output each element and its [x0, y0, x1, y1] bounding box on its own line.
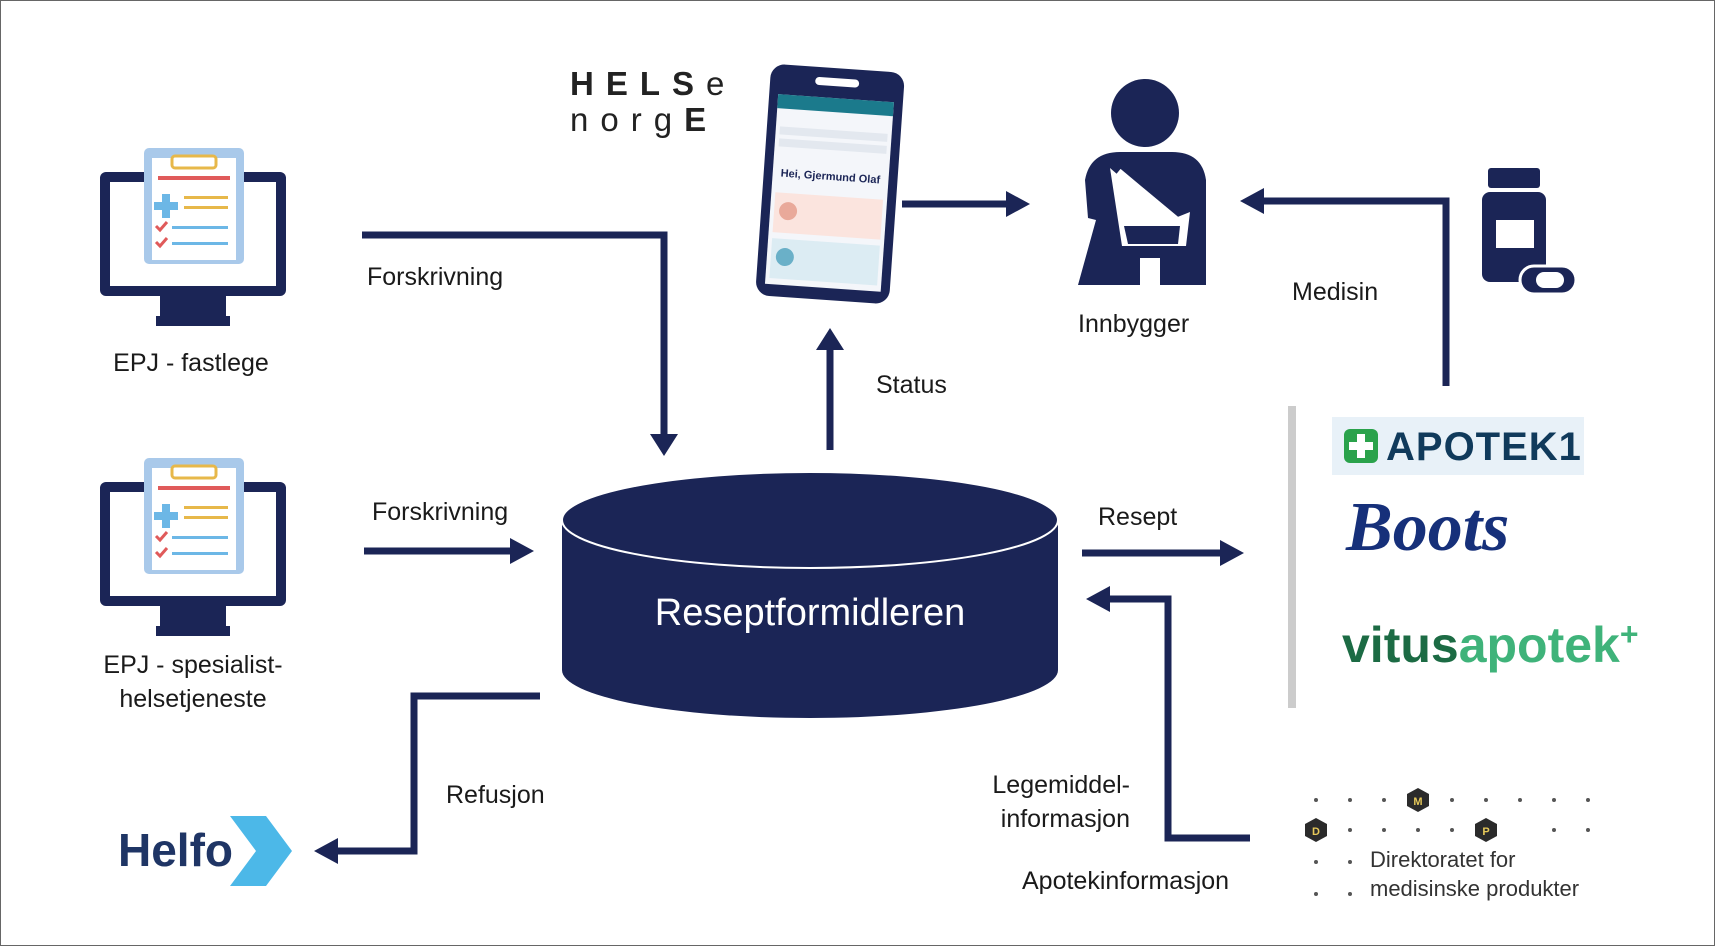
- status-label: Status: [876, 371, 947, 399]
- epj-fastlege-label: EPJ - fastlege: [113, 349, 269, 377]
- boots-logo: Boots: [1346, 489, 1510, 566]
- epj-spesialist-label-line2: helsetjeneste: [119, 685, 267, 713]
- helfo-logo-text: Helfo: [118, 824, 233, 876]
- medisin-label: Medisin: [1292, 278, 1379, 306]
- arrowhead: [1086, 586, 1110, 612]
- arrowhead: [650, 434, 678, 456]
- vitus-plus: +: [1619, 616, 1639, 652]
- helsenorge-row2: norgE: [570, 101, 719, 138]
- cross-icon: [1344, 429, 1378, 463]
- medicine-bottle-icon: [1482, 168, 1578, 296]
- legemiddel-label-line1: Legemiddel-: [992, 771, 1130, 799]
- arrowhead: [816, 328, 844, 350]
- dmp-badge-p-label: P: [1482, 826, 1489, 838]
- arrow-forskrivning-fastlege: [362, 231, 668, 436]
- arrow-medisin: [1262, 197, 1450, 386]
- helsenorge-row1: HELSe: [570, 65, 737, 102]
- helfo-chevron-icon: [230, 816, 292, 886]
- apotek1-logo: APOTEK1: [1332, 417, 1584, 475]
- dmp-badge-d-label: D: [1312, 826, 1320, 838]
- forskrivning-label-2: Forskrivning: [372, 498, 509, 526]
- vitus-part-b: apotek: [1458, 617, 1620, 673]
- legemiddel-label-line2: informasjon: [1000, 805, 1130, 833]
- arrow-legemiddel-apotek: [1108, 595, 1250, 842]
- arrowhead: [314, 838, 338, 864]
- person-icon: [1078, 79, 1206, 285]
- apotek1-text: APOTEK1: [1386, 425, 1582, 469]
- dmp-badge-p: P: [1475, 818, 1497, 842]
- dmp-badge-m: M: [1407, 788, 1429, 812]
- arrow-refusjon: [336, 692, 540, 855]
- reseptformidleren-title: Reseptformidleren: [654, 592, 966, 634]
- arrowhead: [1240, 188, 1264, 214]
- innbygger-label: Innbygger: [1078, 310, 1190, 338]
- database-icon: [561, 471, 1059, 718]
- arrowhead: [1220, 540, 1244, 566]
- computer-clipboard-icon: [100, 458, 286, 636]
- pharmacy-divider: [1288, 406, 1296, 708]
- computer-clipboard-icon: [100, 148, 286, 326]
- dmp-logo-text: Direktoratet for medisinske produkter: [1370, 846, 1579, 903]
- dmp-text-line2: medisinske produkter: [1370, 875, 1580, 901]
- arrowhead: [1006, 191, 1030, 217]
- helsenorge-logo: HELSe norgE: [570, 66, 736, 138]
- forskrivning-label-1: Forskrivning: [367, 263, 504, 291]
- dmp-dot-grid: [1314, 798, 1590, 896]
- refusjon-label: Refusjon: [446, 781, 545, 809]
- resept-label: Resept: [1098, 503, 1178, 531]
- apotekinformasjon-label: Apotekinformasjon: [1022, 867, 1230, 895]
- dmp-badge-d: D: [1305, 818, 1327, 842]
- vitusapotek-logo: vitusapotek+: [1342, 616, 1639, 674]
- dmp-badge-m-label: M: [1413, 796, 1422, 808]
- arrowhead: [510, 538, 534, 564]
- dmp-text-line1: Direktoratet for: [1370, 847, 1516, 872]
- vitus-part-a: vitus: [1342, 617, 1459, 673]
- phone-icon: Hei, Gjermund Olaf: [756, 64, 905, 304]
- epj-spesialist-label-line1: EPJ - spesialist-: [103, 651, 283, 679]
